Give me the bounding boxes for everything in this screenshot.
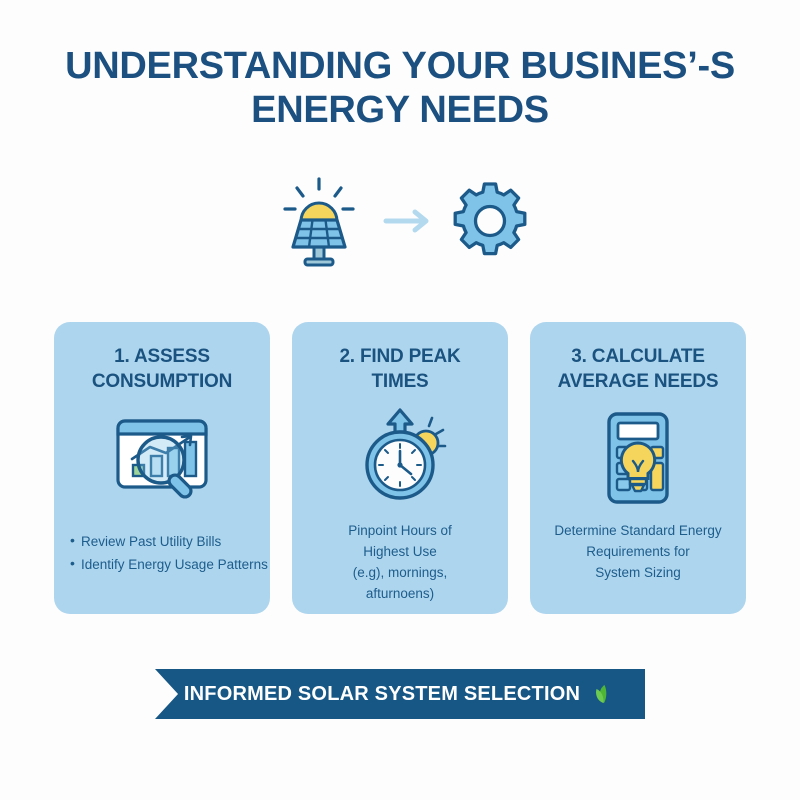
step-card-calculate-average-needs[interactable]: 3. CALCULATE AVERAGE NEEDS [530, 322, 746, 614]
paragraph-line: Highest Use [363, 544, 437, 559]
step-card-title-line-2: AVERAGE NEEDS [557, 371, 719, 392]
step-card-title-line-1: 1. ASSESS [114, 346, 210, 367]
paragraph-line: Pinpoint Hours of [348, 523, 452, 538]
step-card-assess-consumption[interactable]: 1. ASSESS CONSUMPTION [54, 322, 270, 614]
step-card-title-line-1: 2. FIND PEAK [339, 346, 461, 367]
step-card-bullet-list: Review Past Utility Bills Identify Energ… [56, 529, 268, 576]
paragraph-line: (e.g), mornings, [352, 565, 448, 580]
paragraph-line: Determine Standard Energy [554, 523, 722, 538]
step-card-title: 3. CALCULATE AVERAGE NEEDS [540, 344, 736, 394]
stopwatch-sun-icon [348, 406, 452, 506]
paragraph-line: Requirements for [586, 544, 690, 559]
calculator-lightbulb-icon [595, 406, 681, 510]
list-item: Identify Energy Usage Patterns [70, 552, 268, 576]
page-title-line-1: UNDERSTANDING YOUR BUSINES’-S [65, 45, 735, 87]
paragraph-line: System Sizing [595, 565, 681, 580]
step-card-body: Determine Standard Energy Requirements f… [532, 523, 744, 600]
step-card-title-line-2: TIMES [371, 371, 429, 392]
step-card-title-line-1: 3. CALCULATE [571, 346, 705, 367]
right-arrow-icon [381, 206, 437, 236]
step-card-body: Review Past Utility Bills Identify Energ… [56, 524, 268, 600]
gear-icon [447, 178, 533, 264]
step-card-body: Pinpoint Hours of Highest Use (e.g), mor… [294, 520, 506, 604]
step-card-title: 1. ASSESS CONSUMPTION [64, 344, 260, 394]
banner-ribbon: INFORMED SOLAR SYSTEM SELECTION [155, 669, 645, 719]
step-card-paragraph: Determine Standard Energy Requirements f… [532, 520, 744, 583]
step-card-paragraph: Pinpoint Hours of Highest Use (e.g), mor… [294, 520, 506, 604]
steps-card-row: 1. ASSESS CONSUMPTION [54, 322, 746, 614]
step-card-title: 2. FIND PEAK TIMES [302, 344, 498, 394]
banner-label: INFORMED SOLAR SYSTEM SELECTION [183, 682, 581, 705]
paragraph-line: afturnoens) [365, 586, 435, 601]
hero-icon-row [0, 166, 800, 276]
page-title: UNDERSTANDING YOUR BUSINES’-S ENERGY NEE… [60, 44, 740, 132]
page-title-line-2: ENERGY NEEDS [251, 89, 549, 131]
leaf-icon [592, 682, 616, 706]
step-card-title-line-2: CONSUMPTION [91, 371, 233, 392]
chart-magnifier-icon [110, 406, 214, 510]
outcome-banner: INFORMED SOLAR SYSTEM SELECTION [155, 669, 645, 719]
list-item: Review Past Utility Bills [70, 529, 268, 553]
solar-panel-sun-icon [267, 169, 371, 273]
step-card-find-peak-times[interactable]: 2. FIND PEAK TIMES [292, 322, 508, 614]
